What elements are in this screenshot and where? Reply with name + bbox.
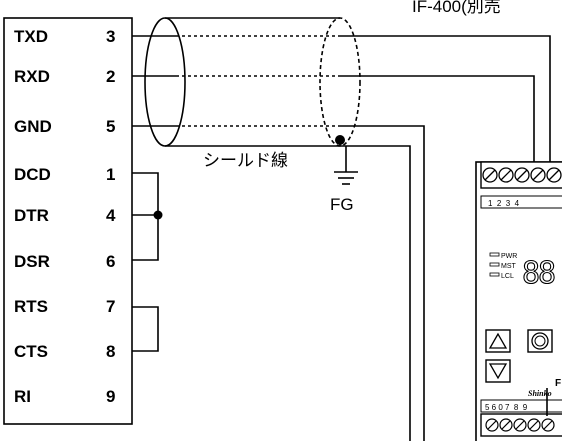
txd-wire-to-terminal bbox=[340, 35, 551, 170]
pin-number: 4 bbox=[106, 206, 116, 225]
pin-number: 5 bbox=[106, 117, 115, 136]
pin-number: 9 bbox=[106, 387, 115, 406]
bottom-terminal-numbers: 5 6 0 7 8 9 bbox=[485, 403, 528, 412]
pin-name: DCD bbox=[14, 165, 51, 184]
brand-letter: F bbox=[555, 378, 561, 389]
pin-name: CTS bbox=[14, 342, 48, 361]
down-arrow-icon bbox=[488, 363, 508, 380]
mst-indicator: MST bbox=[501, 263, 517, 270]
brand-name: Shinko bbox=[528, 389, 552, 398]
shield-label: シールド線 bbox=[203, 151, 288, 170]
rts-cts-bridge bbox=[132, 306, 159, 352]
connector-box bbox=[3, 17, 133, 425]
top-terminal-numbers: 1 2 3 4 bbox=[488, 199, 520, 208]
dtr-junction-dot bbox=[153, 210, 163, 220]
pwr-indicator: PWR bbox=[501, 253, 517, 260]
pin-name: RI bbox=[14, 387, 31, 406]
bottom-number-strip bbox=[480, 399, 562, 413]
indicator-labels: PWR MST LCL bbox=[489, 252, 517, 280]
interface-module: 1 2 3 4 PWR MST LCL 88 F Shinko 5 6 0 7 … bbox=[475, 161, 562, 441]
rxd-wire-to-terminal bbox=[340, 75, 535, 170]
shield-junction-dot bbox=[335, 135, 345, 145]
segment-display: 88 bbox=[522, 256, 555, 291]
fg-connection bbox=[334, 138, 411, 441]
pin-name: DSR bbox=[14, 252, 50, 271]
shielded-cable bbox=[144, 17, 361, 147]
pin-name: DTR bbox=[14, 206, 49, 225]
pin-name: GND bbox=[14, 117, 52, 136]
up-arrow-icon bbox=[488, 332, 508, 349]
handshake-loopbacks bbox=[132, 172, 159, 352]
pin-number: 8 bbox=[106, 342, 115, 361]
pin-name: TXD bbox=[14, 27, 48, 46]
cable-end-left bbox=[144, 17, 186, 147]
signal-wires bbox=[132, 35, 551, 441]
pin-name: RXD bbox=[14, 67, 50, 86]
pin-name: RTS bbox=[14, 297, 48, 316]
lcl-indicator: LCL bbox=[501, 273, 514, 280]
pin-list: TXD 3 RXD 2 GND 5 DCD 1 DTR 4 DSR 6 RTS … bbox=[14, 27, 116, 406]
device-label: IF-400(別売 bbox=[412, 0, 501, 16]
pin-number: 2 bbox=[106, 67, 115, 86]
top-number-strip bbox=[480, 195, 562, 209]
pin-number: 3 bbox=[106, 27, 115, 46]
shield-drain-wire bbox=[340, 145, 411, 441]
pin-number: 1 bbox=[106, 165, 115, 184]
pin-number: 7 bbox=[106, 297, 115, 316]
pin-number: 6 bbox=[106, 252, 115, 271]
fg-label: FG bbox=[330, 195, 354, 214]
top-terminal-screws bbox=[482, 167, 562, 183]
gnd-wire-to-terminal bbox=[340, 125, 425, 441]
bottom-terminal-screws bbox=[485, 418, 555, 432]
